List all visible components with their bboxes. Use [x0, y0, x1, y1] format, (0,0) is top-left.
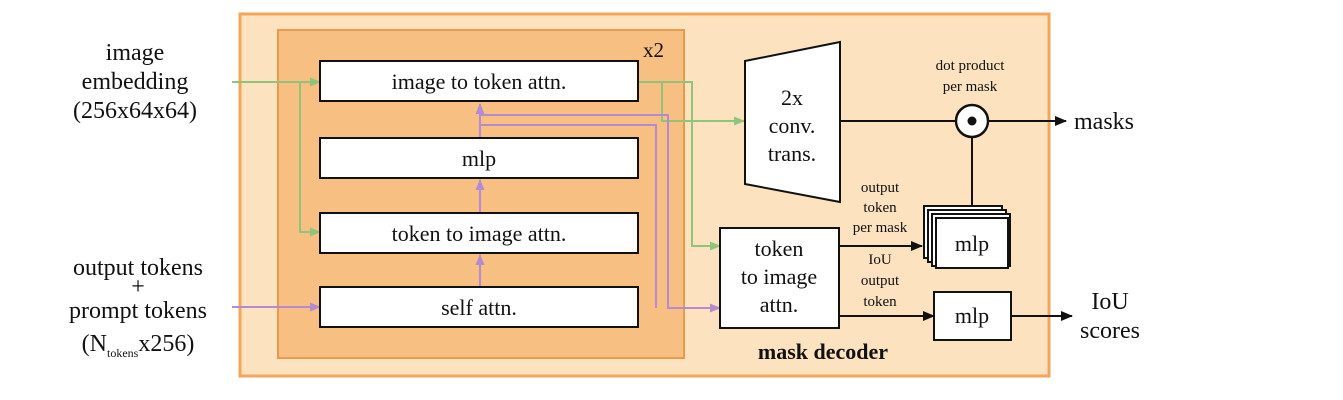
iou-scores-line-1: IoU — [1091, 289, 1128, 315]
image-embedding-line-2: embedding — [82, 69, 189, 95]
conv-trans-line-3: trans. — [768, 141, 816, 166]
self-attn-block: self attn. — [319, 286, 639, 328]
dot-product-label-1: dot product — [936, 58, 1006, 74]
tokens-line-2: + — [131, 274, 145, 300]
output-token-label-1: output — [861, 180, 900, 196]
token-paths — [232, 103, 721, 313]
tokens-line-1: output tokens — [73, 255, 203, 281]
iou-token-label-2: output — [861, 273, 900, 289]
final-attn-line-2: to image — [741, 264, 817, 289]
iou-token-label-3: token — [863, 294, 897, 310]
tokens-n-open: (N — [82, 331, 107, 357]
final-attn-line-3: attn. — [760, 292, 799, 317]
token-to-image-attn-block: token to image attn. — [319, 212, 639, 254]
image-embedding-line-3: (256x64x64) — [73, 98, 197, 124]
masks-output-label: masks — [1074, 109, 1134, 135]
conv-trans-block: 2x conv. trans. — [744, 40, 841, 204]
dot-product-node — [954, 103, 990, 139]
final-attn-line-1: token — [755, 236, 804, 261]
image-to-token-attn-label: image to token attn. — [392, 69, 567, 94]
dot-product-label-2: per mask — [943, 79, 998, 95]
tokens-line-3: prompt tokens — [69, 298, 207, 324]
iou-mlp-label: mlp — [955, 303, 989, 328]
image-to-token-attn-block: image to token attn. — [319, 60, 639, 102]
tokens-n-sub: tokens — [107, 346, 139, 360]
repeat-label: x2 — [643, 38, 664, 62]
output-token-label-2: token — [863, 200, 897, 216]
image-embedding-line-1: image — [106, 40, 165, 66]
conv-trans-line-2: conv. — [769, 113, 816, 138]
output-connections — [840, 116, 1073, 321]
mlp-per-mask-label: mlp — [955, 231, 989, 256]
iou-scores-line-2: scores — [1080, 318, 1140, 344]
mask-decoder-title: mask decoder — [758, 339, 888, 364]
token-to-image-attn-label: token to image attn. — [392, 221, 567, 246]
image-embedding-paths — [232, 77, 745, 251]
self-attn-label: self attn. — [441, 295, 517, 320]
tokens-n-close: x256) — [138, 331, 194, 357]
mlp-per-mask-stack: mlp — [923, 205, 1011, 269]
final-token-to-image-attn-block: token to image attn. — [719, 227, 840, 329]
output-token-label-3: per mask — [853, 220, 908, 236]
mlp-block: mlp — [319, 137, 639, 179]
tokens-line-4: (Ntokensx256) — [82, 331, 195, 360]
iou-token-label-1: IoU — [868, 252, 891, 268]
iou-mlp-block: mlp — [933, 291, 1012, 341]
mlp-block-label: mlp — [462, 146, 496, 171]
conv-trans-line-1: 2x — [781, 85, 803, 110]
